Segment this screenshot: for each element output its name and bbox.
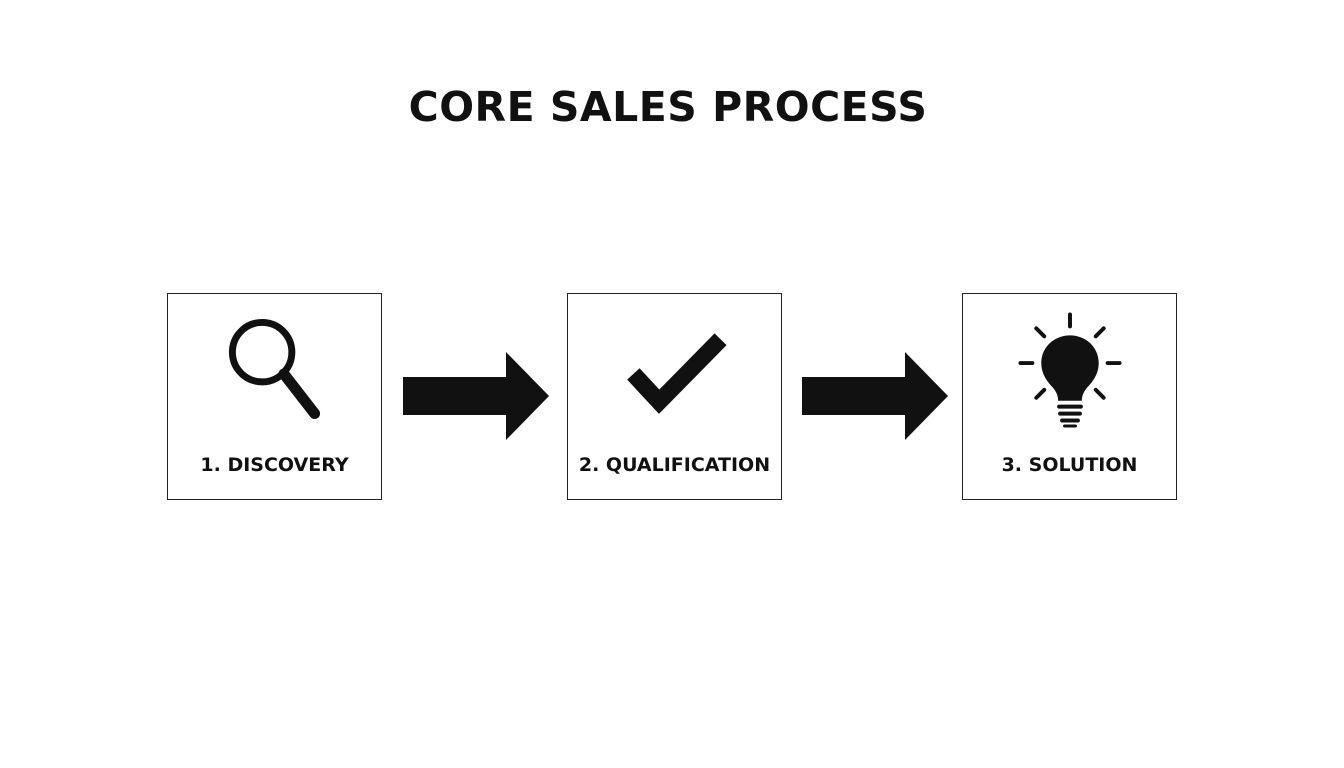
diagram-title: CORE SALES PROCESS xyxy=(408,83,928,131)
checkmark-icon xyxy=(568,294,781,444)
step-solution: 3. SOLUTION xyxy=(962,293,1177,500)
arrow-icon xyxy=(802,352,950,442)
step-discovery: 1. DISCOVERY xyxy=(167,293,382,500)
lightbulb-icon xyxy=(963,294,1176,444)
step-qualification: 2. QUALIFICATION xyxy=(567,293,782,500)
step-label-discovery: 1. DISCOVERY xyxy=(200,454,349,476)
step-label-qualification: 2. QUALIFICATION xyxy=(578,454,771,476)
step-label-solution: 3. SOLUTION xyxy=(1001,454,1138,476)
arrow-icon xyxy=(403,352,551,442)
magnifying-glass-icon xyxy=(168,294,381,444)
